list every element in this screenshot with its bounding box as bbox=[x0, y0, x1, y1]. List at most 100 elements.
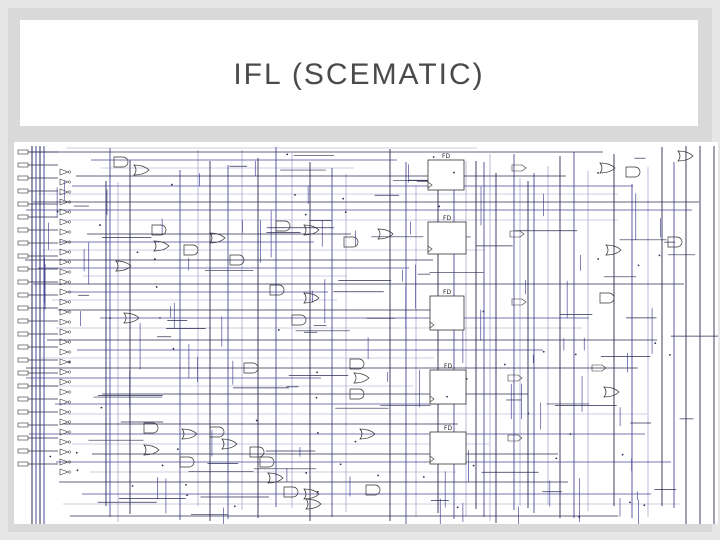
flip-flop-label: FD bbox=[444, 425, 452, 432]
and-gate-icon bbox=[259, 456, 275, 468]
input-port bbox=[17, 201, 29, 207]
flip-flop-block bbox=[429, 369, 467, 405]
inverter-bubble bbox=[68, 330, 71, 334]
and-gate-icon bbox=[349, 388, 365, 400]
junction-dot bbox=[456, 506, 459, 509]
junction-dot bbox=[555, 457, 558, 460]
buffer-gate-icon bbox=[59, 378, 69, 386]
inverter-bubble bbox=[68, 320, 71, 324]
junction-dot bbox=[49, 455, 52, 458]
inverter-bubble bbox=[68, 240, 71, 244]
inverter-bubble bbox=[68, 300, 71, 304]
junction-dot bbox=[654, 342, 657, 345]
buffer-gate-icon bbox=[59, 188, 69, 196]
input-port bbox=[17, 292, 29, 298]
inverter-bubble bbox=[68, 270, 71, 274]
or-gate-icon bbox=[605, 244, 622, 256]
output-port-icon bbox=[507, 434, 523, 442]
junction-dot bbox=[56, 210, 59, 213]
and-gate-icon bbox=[343, 236, 359, 248]
and-gate-icon bbox=[151, 224, 167, 236]
buffer-gate-icon bbox=[59, 418, 69, 426]
junction-dot bbox=[153, 258, 156, 260]
or-gate-icon bbox=[181, 428, 198, 440]
inverter-bubble bbox=[68, 280, 71, 284]
inverter-bubble bbox=[68, 360, 71, 364]
junction-dot bbox=[159, 317, 161, 319]
inverter-bubble bbox=[68, 290, 71, 294]
or-gate-icon bbox=[305, 498, 322, 510]
junction-dot bbox=[109, 317, 111, 320]
junction-dot bbox=[574, 353, 577, 356]
buffer-gate-icon bbox=[59, 168, 69, 176]
or-gate-icon bbox=[209, 232, 226, 244]
junction-dot bbox=[578, 516, 581, 518]
junction-dot bbox=[305, 472, 308, 474]
or-gate-icon bbox=[115, 260, 132, 272]
junction-dot bbox=[637, 264, 640, 267]
or-gate-icon bbox=[359, 428, 376, 440]
junction-dot bbox=[432, 156, 435, 158]
junction-dot bbox=[233, 505, 236, 508]
junction-dot bbox=[316, 490, 319, 493]
and-gate-icon bbox=[349, 358, 365, 370]
and-gate-icon bbox=[229, 254, 245, 266]
clock-input-icon bbox=[429, 455, 435, 463]
and-gate-icon bbox=[243, 362, 259, 374]
input-port bbox=[17, 409, 29, 415]
buffer-gate-icon bbox=[59, 338, 69, 346]
clock-input-icon bbox=[429, 321, 435, 329]
inverter-bubble bbox=[68, 220, 71, 224]
flip-flop-block bbox=[427, 159, 465, 191]
buffer-gate-icon bbox=[59, 258, 69, 266]
clock-input-icon bbox=[427, 181, 433, 189]
or-gate-icon bbox=[303, 224, 320, 236]
junction-dot bbox=[597, 171, 599, 174]
buffer-gate-icon bbox=[59, 228, 69, 236]
buffer-gate-icon bbox=[59, 358, 69, 366]
and-gate-icon bbox=[269, 284, 285, 296]
junction-dot bbox=[482, 310, 485, 313]
junction-dot bbox=[342, 197, 345, 200]
buffer-gate-icon bbox=[59, 318, 69, 326]
junction-dot bbox=[453, 171, 455, 174]
inverter-bubble bbox=[68, 200, 71, 204]
junction-dot bbox=[294, 193, 296, 196]
junction-dot bbox=[344, 211, 347, 214]
buffer-gate-icon bbox=[59, 368, 69, 376]
junction-dot bbox=[99, 224, 101, 226]
flip-flop-block bbox=[427, 221, 467, 255]
junction-dot bbox=[422, 476, 425, 478]
and-gate-icon bbox=[667, 236, 683, 248]
inverter-bubble bbox=[68, 370, 71, 374]
input-port bbox=[17, 266, 29, 272]
buffer-gate-icon bbox=[59, 408, 69, 416]
junction-dot bbox=[446, 395, 448, 398]
inverter-bubble bbox=[68, 230, 71, 234]
buffer-gate-icon bbox=[59, 248, 69, 256]
and-gate-icon bbox=[113, 156, 129, 168]
junction-dot bbox=[68, 361, 71, 363]
junction-dot bbox=[339, 463, 342, 466]
wires-light-layer bbox=[34, 147, 680, 522]
junction-dot bbox=[503, 363, 506, 366]
buffer-gate-icon bbox=[59, 398, 69, 406]
junction-dot bbox=[472, 464, 475, 467]
buffer-gate-icon bbox=[59, 218, 69, 226]
input-port bbox=[17, 344, 29, 350]
buffer-gate-icon bbox=[59, 308, 69, 316]
output-port-icon bbox=[591, 364, 607, 372]
flip-flop-label: FD bbox=[444, 363, 452, 370]
junction-dot bbox=[176, 448, 179, 451]
junction-dot bbox=[621, 453, 624, 456]
inverter-bubble bbox=[68, 390, 71, 394]
buffer-gate-icon bbox=[59, 448, 69, 456]
output-port-icon bbox=[511, 164, 527, 172]
or-gate-icon bbox=[377, 228, 394, 240]
buffer-gate-icon bbox=[59, 298, 69, 306]
inverter-bubble bbox=[68, 210, 71, 214]
junction-dot bbox=[597, 258, 600, 260]
